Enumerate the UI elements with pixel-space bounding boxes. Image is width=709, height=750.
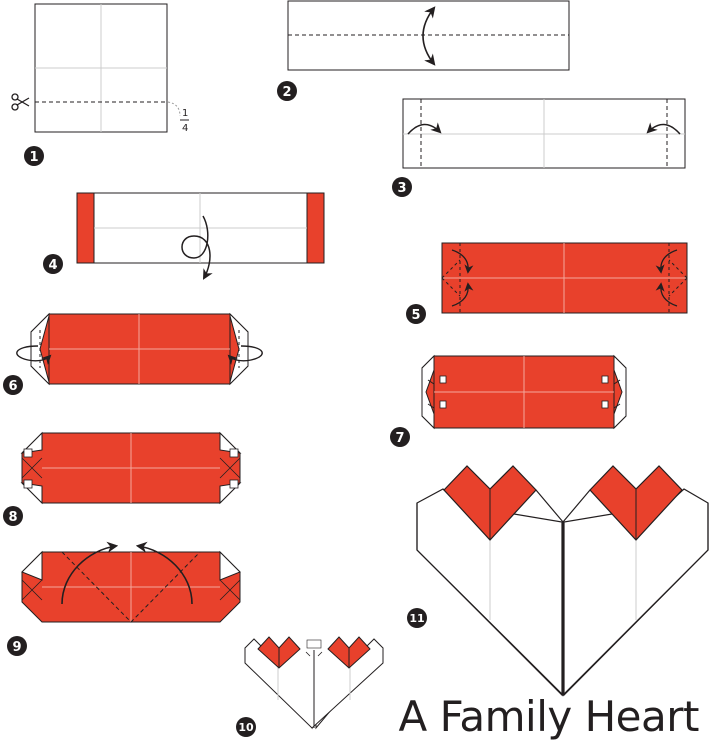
fold-arrow-right-icon [646,122,681,135]
step-7-marker: 7 [390,427,410,447]
step-4-marker: 4 [43,254,63,274]
step-1-diagram: 1 4 [11,3,189,134]
step-8-number: 8 [8,510,17,525]
step-10-number: 10 [238,721,254,734]
step-11-marker: 11 [407,608,427,628]
step-3-marker: 3 [392,177,412,197]
step-8-marker: 8 [3,506,23,526]
fraction-numerator: 1 [182,108,188,119]
valley-fold-arrow-icon [422,6,436,66]
step-2-number: 2 [282,85,291,100]
step-10-diagram [244,636,384,730]
step-6-marker: 6 [3,375,23,395]
step-2-marker: 2 [277,81,297,101]
step-6-diagram [16,312,263,386]
step-9-marker: 9 [7,636,27,656]
step-5-marker: 5 [406,304,426,324]
step-5-diagram [441,242,688,314]
fold-up-arrow-left-icon [61,541,119,605]
step-3-diagram [402,98,686,169]
step-2-diagram [287,0,570,71]
step-1-marker: 1 [24,146,44,166]
step-10-marker: 10 [236,717,256,737]
step-7-diagram [421,354,627,430]
step-4-diagram [76,192,325,280]
step-8-diagram [20,431,242,505]
step-11-diagram [416,465,709,697]
fold-up-arrow-right-icon [135,541,193,605]
step-7-number: 7 [395,431,404,446]
step-11-number: 11 [409,612,424,625]
step-9-diagram [21,541,241,623]
fraction-denominator: 4 [182,123,188,134]
turn-over-arrow-icon [181,215,213,280]
fold-arrow-left-icon [407,122,442,135]
scissors-icon [11,93,30,111]
step-6-number: 6 [8,379,17,394]
step-1-number: 1 [29,150,38,165]
step-5-number: 5 [411,308,420,323]
step-4-number: 4 [48,258,57,273]
step-3-number: 3 [397,181,406,196]
diagram-title: A Family Heart [398,692,700,741]
step-9-number: 9 [12,640,21,655]
